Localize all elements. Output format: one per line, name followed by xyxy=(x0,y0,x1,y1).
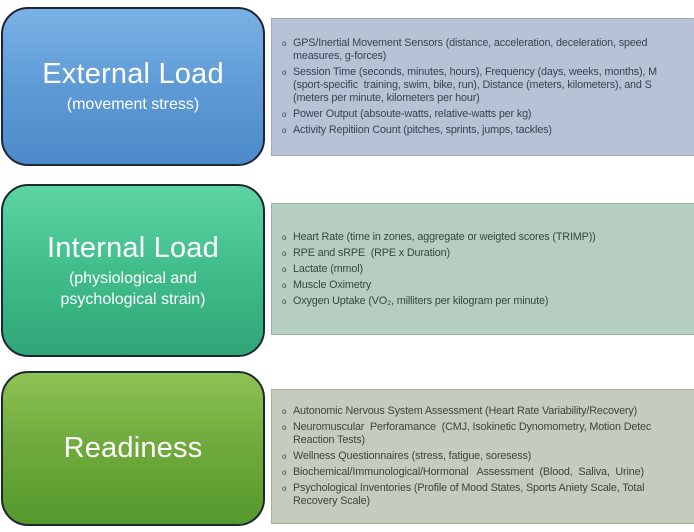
bullet-line: GPS/Inertial Movement Sensors (distance,… xyxy=(293,37,648,49)
box-title: External Load xyxy=(42,58,224,90)
bullet-line: Psychological Inventories (Profile of Mo… xyxy=(293,482,645,494)
external-load-box: External Load (movement stress) xyxy=(1,7,265,166)
bullet-item: o Heart Rate (time in zones, aggregate o… xyxy=(282,231,694,244)
bullet-line: Biochemical/Immunological/Hormonal Asses… xyxy=(293,466,644,478)
bullet-icon: o xyxy=(282,452,287,461)
bullet-icon: o xyxy=(282,248,287,258)
bullet-line: Reaction Tests) xyxy=(293,434,365,446)
bullet-item: o GPS/Inertial Movement Sensors (distanc… xyxy=(282,37,694,63)
internal-load-panel: o Heart Rate (time in zones, aggregate o… xyxy=(271,203,694,335)
bullet-icon: o xyxy=(282,468,287,477)
box-subtitle: (movement stress) xyxy=(66,96,200,113)
bullet-item: o Muscle Oximetry xyxy=(282,279,694,292)
bullet-item: o Oxygen Uptake (VO₂, milliters per kilo… xyxy=(282,295,694,308)
internal-load-box: Internal Load (physiological and psychol… xyxy=(1,184,265,357)
bullet-item: o Psychological Inventories (Profile of … xyxy=(282,482,694,508)
bullet-icon: o xyxy=(282,110,287,119)
bullet-line: RPE and sRPE (RPE x Duration) xyxy=(293,246,450,259)
bullet-icon: o xyxy=(282,39,287,48)
bullet-icon: o xyxy=(282,126,287,135)
bullet-line: measures, g-forces) xyxy=(293,50,387,62)
bullet-item: o RPE and sRPE (RPE x Duration) xyxy=(282,247,694,260)
bullet-line: Lactate (mmol) xyxy=(293,262,363,275)
bullet-item: o Biochemical/Immunological/Hormonal Ass… xyxy=(282,466,694,479)
bullet-line: (sport-specific training, swim, bike, ru… xyxy=(293,79,652,91)
bullet-line: (meters per minute, kilometers per hour) xyxy=(293,92,480,104)
bullet-item: o Neuromuscular Perforamance (CMJ, Isoki… xyxy=(282,421,694,447)
bullet-line: Session Time (seconds, minutes, hours), … xyxy=(293,66,657,78)
box-title: Readiness xyxy=(63,432,203,464)
bullet-icon: o xyxy=(282,232,287,242)
bullet-icon: o xyxy=(282,407,287,416)
bullet-line: Recovery Scale) xyxy=(293,495,370,507)
bullet-item: o Lactate (mmol) xyxy=(282,263,694,276)
bullet-item: o Wellness Questionnaires (stress, fatig… xyxy=(282,450,694,463)
bullet-line: Oxygen Uptake (VO₂, milliters per kilogr… xyxy=(293,294,549,307)
bullet-line: Neuromuscular Perforamance (CMJ, Isokine… xyxy=(293,421,652,433)
bullet-icon: o xyxy=(282,280,287,290)
bullet-line: Wellness Questionnaires (stress, fatigue… xyxy=(293,450,532,462)
box-subtitle: (physiological and psychological strain) xyxy=(60,269,206,308)
bullet-line: Muscle Oximetry xyxy=(293,278,372,291)
box-title: Internal Load xyxy=(47,231,219,264)
bullet-line: Activity Repitiion Count (pitches, sprin… xyxy=(293,124,552,136)
bullet-item: o Power Output (absoute-watts, relative-… xyxy=(282,108,694,121)
bullet-icon: o xyxy=(282,484,287,493)
readiness-box: Readiness xyxy=(1,371,265,526)
readiness-panel: o Autonomic Nervous System Assessment (H… xyxy=(271,389,694,524)
bullet-icon: o xyxy=(282,264,287,274)
external-load-panel: o GPS/Inertial Movement Sensors (distanc… xyxy=(271,18,694,156)
bullet-line: Heart Rate (time in zones, aggregate or … xyxy=(293,230,596,243)
bullet-item: o Autonomic Nervous System Assessment (H… xyxy=(282,405,694,418)
bullet-item: o Activity Repitiion Count (pitches, spr… xyxy=(282,124,694,137)
bullet-line: Power Output (absoute-watts, relative-wa… xyxy=(293,108,532,120)
bullet-icon: o xyxy=(282,423,287,432)
bullet-icon: o xyxy=(282,68,287,77)
bullet-item: o Session Time (seconds, minutes, hours)… xyxy=(282,66,694,105)
bullet-line: Autonomic Nervous System Assessment (Hea… xyxy=(293,405,638,417)
bullet-icon: o xyxy=(282,296,287,306)
